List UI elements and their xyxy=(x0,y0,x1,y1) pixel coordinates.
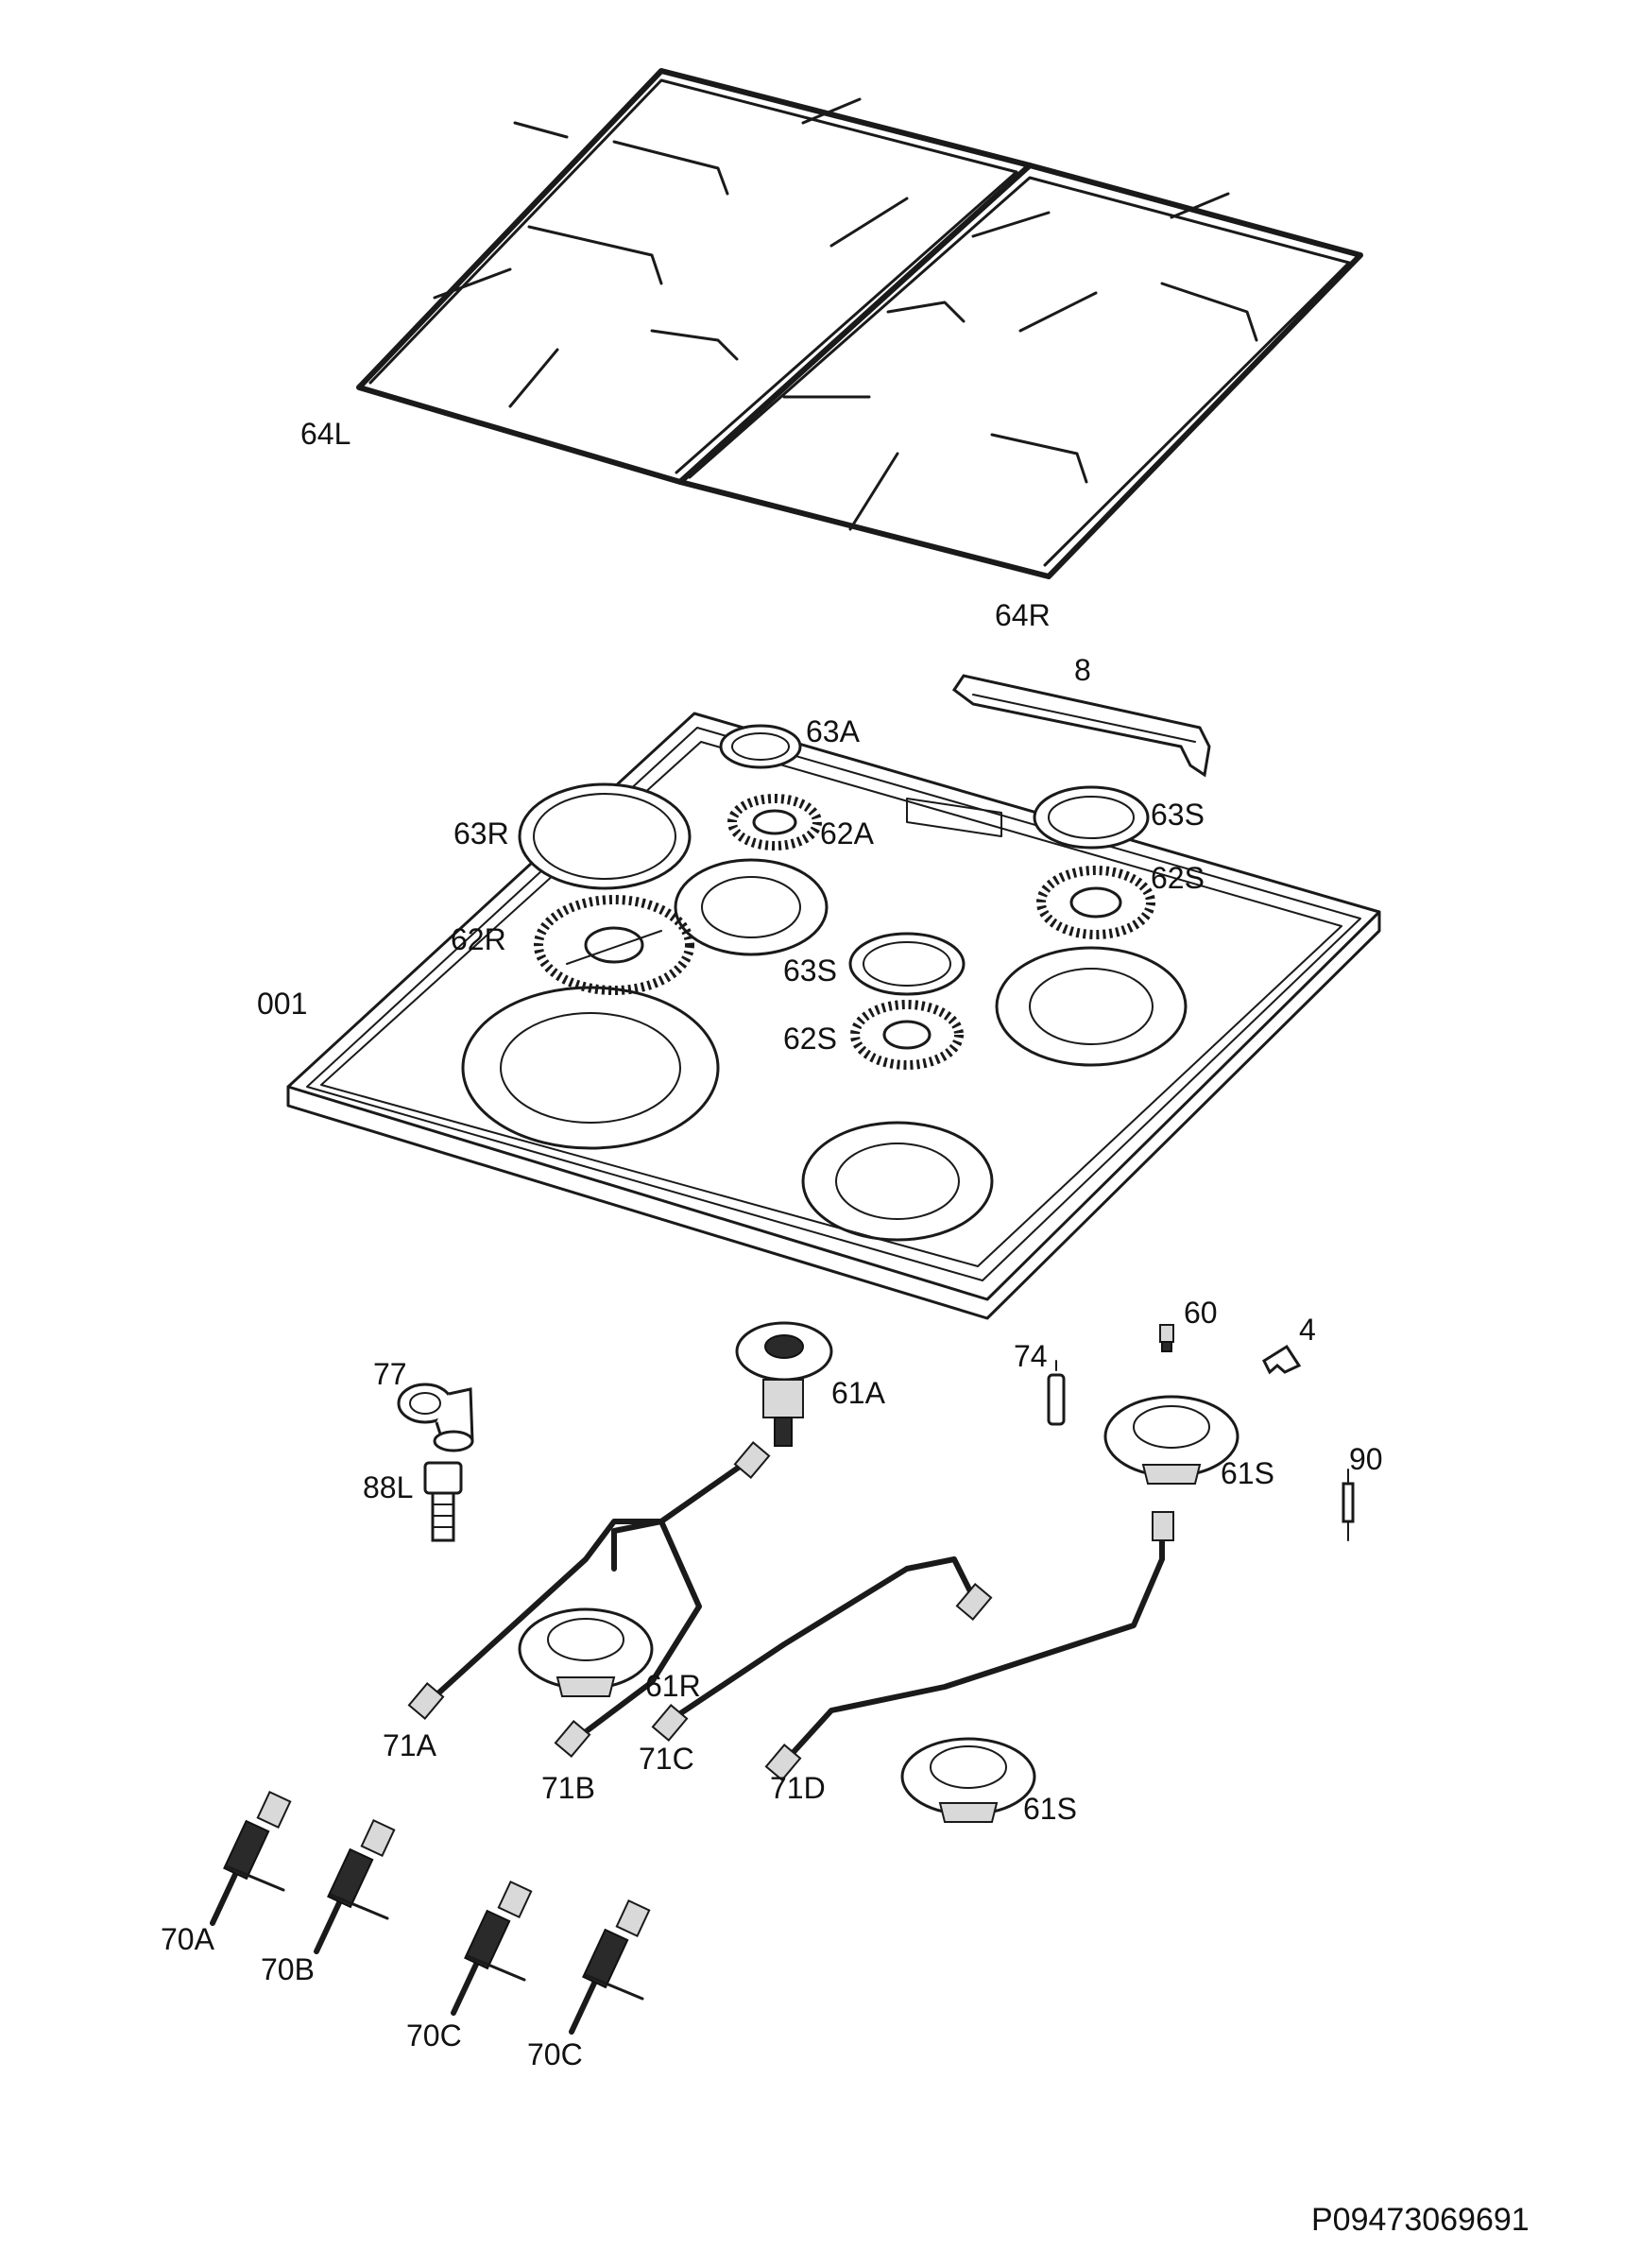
part-77-elbow xyxy=(397,1383,474,1452)
document-code: P09473069691 xyxy=(1311,2202,1530,2238)
gas-tap-70A xyxy=(210,1791,292,1926)
label-63S-mid: 63S xyxy=(783,954,837,988)
burner-cap-63S-top xyxy=(1033,785,1150,850)
label-71B: 71B xyxy=(541,1771,595,1805)
label-62R: 62R xyxy=(451,922,506,956)
burner-crown-62S-mid xyxy=(850,1000,964,1070)
label-64L: 64L xyxy=(300,417,350,451)
gas-tap-70C-2 xyxy=(569,1899,651,2035)
label-71C: 71C xyxy=(639,1742,694,1776)
label-88L: 88L xyxy=(363,1470,413,1504)
label-8: 8 xyxy=(1074,653,1091,687)
label-61R: 61R xyxy=(645,1669,701,1703)
label-71D: 71D xyxy=(770,1771,826,1805)
burner-cap-63R xyxy=(518,782,692,890)
part-74-electrode xyxy=(1047,1360,1066,1426)
label-63A: 63A xyxy=(806,714,861,748)
label-4: 4 xyxy=(1299,1313,1316,1347)
burner-cap-63S-mid xyxy=(848,932,966,996)
gas-tap-70C-1 xyxy=(451,1881,533,2016)
part-60-screw xyxy=(1159,1324,1174,1352)
label-60: 60 xyxy=(1184,1296,1218,1330)
burner-crown-62S-top xyxy=(1036,866,1155,939)
part-4-clip xyxy=(1262,1344,1302,1375)
burner-cap-63A xyxy=(719,724,802,769)
label-64R: 64R xyxy=(995,598,1051,632)
gas-pipe-71C xyxy=(651,1556,993,1742)
label-63R: 63R xyxy=(453,816,509,850)
label-001: 001 xyxy=(257,987,307,1021)
label-70C-1: 70C xyxy=(406,2019,462,2053)
label-62S-mid: 62S xyxy=(783,1022,837,1056)
label-77: 77 xyxy=(373,1357,407,1391)
part-61R-burner-base xyxy=(518,1607,654,1697)
gas-pipe-71B xyxy=(554,1519,702,1758)
label-74: 74 xyxy=(1014,1339,1048,1373)
part-61S-bottom-burner-base xyxy=(900,1737,1036,1823)
part-61A-burner-base xyxy=(735,1321,833,1447)
part-8-handle xyxy=(951,674,1211,778)
gas-pipe-71A xyxy=(407,1441,771,1720)
label-62S-top: 62S xyxy=(1151,861,1205,895)
label-63S-top: 63S xyxy=(1151,798,1205,832)
pan-support-left xyxy=(356,68,1033,485)
hob-top-001 xyxy=(286,712,1381,1320)
part-88L-hose-connector xyxy=(423,1461,463,1542)
gas-pipe-71D xyxy=(764,1511,1174,1781)
pan-support-right xyxy=(677,163,1363,579)
part-61S-right-burner-base xyxy=(1103,1395,1239,1485)
part-90-thermocouple xyxy=(1342,1469,1355,1541)
label-61S-right: 61S xyxy=(1221,1456,1274,1490)
label-90: 90 xyxy=(1349,1442,1383,1476)
burner-crown-62R xyxy=(534,895,694,995)
label-71A: 71A xyxy=(383,1728,437,1762)
label-61A: 61A xyxy=(831,1376,886,1410)
burner-crown-62A xyxy=(727,794,822,850)
label-70C-2: 70C xyxy=(527,2037,583,2071)
label-62A: 62A xyxy=(820,816,875,850)
label-70A: 70A xyxy=(161,1922,215,1956)
label-61S-bottom: 61S xyxy=(1023,1792,1077,1826)
label-70B: 70B xyxy=(261,1952,315,1986)
gas-tap-70B xyxy=(314,1819,396,1954)
